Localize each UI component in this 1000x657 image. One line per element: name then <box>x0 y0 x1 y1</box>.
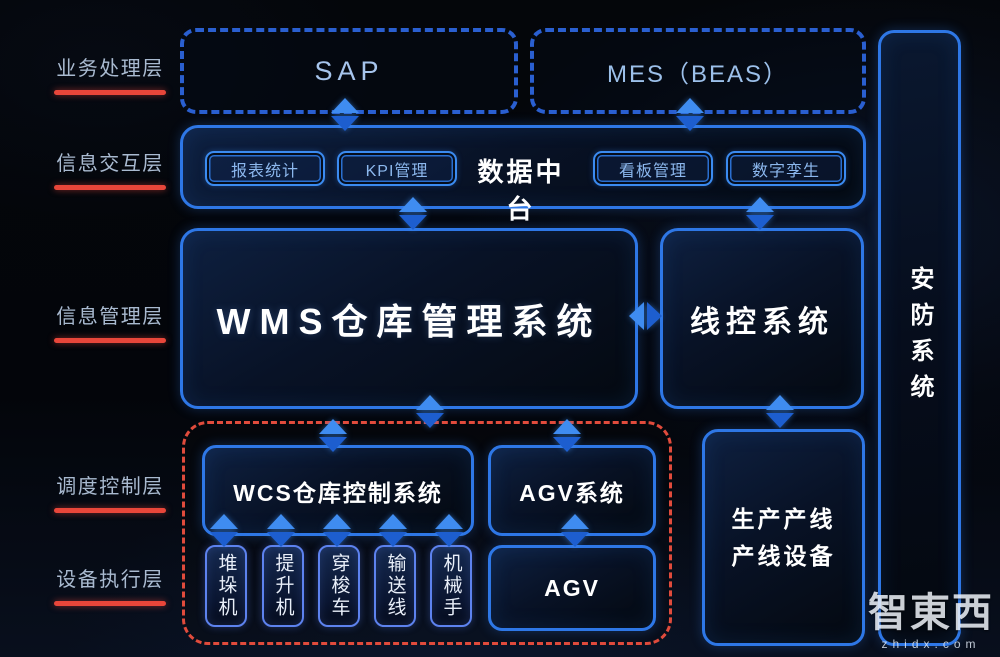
security-system-label: 安防系统 <box>906 266 933 410</box>
watermark: 智東西 zhidx.com <box>868 593 994 651</box>
module-label: KPI管理 <box>365 162 429 180</box>
device-conveyor-line: 输送线 <box>374 545 416 627</box>
arrow-dispatch-agvsystem <box>553 419 581 452</box>
module-label: 报表统计 <box>230 162 299 180</box>
wms-box: WMS仓库管理系统 <box>180 228 638 409</box>
layer-label-execution: 设备执行层 <box>54 563 166 606</box>
arrow-sap-interaction <box>331 98 359 131</box>
device-label: 穿梭车 <box>328 553 350 619</box>
report-stats-module: 报表统计 <box>205 151 325 186</box>
kpi-module: KPI管理 <box>337 151 457 186</box>
red-underline <box>54 90 166 95</box>
agv-system-label: AGV系统 <box>519 479 625 506</box>
device-label: 机械手 <box>440 553 462 619</box>
production-line-box: 生产产线 产线设备 <box>702 429 865 646</box>
layer-label-text: 信息管理层 <box>56 306 164 328</box>
line-control-box: 线控系统 <box>660 228 864 409</box>
device-stacker-crane: 堆垛机 <box>205 545 247 627</box>
kanban-module: 看板管理 <box>593 151 713 186</box>
arrow-interaction-linecontrol <box>746 197 774 230</box>
arrow-wcs-stacker <box>210 514 238 547</box>
device-shuttle-car: 穿梭车 <box>318 545 360 627</box>
layer-label-interaction: 信息交互层 <box>54 147 166 190</box>
arrow-wcs-robotarm <box>435 514 463 547</box>
red-underline <box>54 601 166 606</box>
agv-box: AGV <box>488 545 656 631</box>
layer-label-management: 信息管理层 <box>54 300 166 343</box>
arrow-linecontrol-production <box>766 395 794 428</box>
sap-label: SAP <box>314 55 384 86</box>
device-label: 提升机 <box>272 553 294 619</box>
layer-label-text: 设备执行层 <box>56 569 164 591</box>
module-label: 看板管理 <box>618 162 687 180</box>
interaction-band: 报表统计 KPI管理 数据中台 看板管理 数字孪生 <box>180 125 866 224</box>
layer-label-dispatch: 调度控制层 <box>54 470 166 513</box>
red-underline <box>54 185 166 190</box>
device-label: 堆垛机 <box>215 553 237 619</box>
arrow-dispatch-wcs <box>319 419 347 452</box>
arrow-wcs-hoist <box>267 514 295 547</box>
red-underline <box>54 338 166 343</box>
layer-label-business: 业务处理层 <box>54 52 166 95</box>
digital-twin-module: 数字孪生 <box>726 151 846 186</box>
arrow-wms-dispatch <box>416 395 444 428</box>
arrow-wcs-conveyor <box>379 514 407 547</box>
production-line-label-1: 生产产线 <box>731 505 836 532</box>
arrow-wcs-shuttle <box>323 514 351 547</box>
mes-label: MES（BEAS） <box>606 60 790 88</box>
module-label: 数字孪生 <box>751 162 820 180</box>
wms-label: WMS仓库管理系统 <box>216 300 602 342</box>
arrow-mes-interaction <box>676 98 704 131</box>
layer-label-text: 业务处理层 <box>56 58 164 80</box>
agv-label: AGV <box>544 574 600 601</box>
red-underline <box>54 508 166 513</box>
wcs-box: WCS仓库控制系统 <box>202 445 474 536</box>
wcs-label: WCS仓库控制系统 <box>233 479 443 506</box>
device-robot-arm: 机械手 <box>430 545 472 627</box>
watermark-site: zhidx.com <box>881 637 981 651</box>
production-line-label-2: 产线设备 <box>731 542 836 569</box>
layer-label-text: 信息交互层 <box>56 153 164 175</box>
layer-label-text: 调度控制层 <box>56 476 164 498</box>
data-platform-label: 数据中台 <box>477 157 565 224</box>
watermark-logo: 智東西 <box>868 591 994 635</box>
arrow-wms-linecontrol <box>629 302 662 330</box>
device-hoist: 提升机 <box>262 545 304 627</box>
arrow-interaction-wms <box>399 197 427 230</box>
security-system-box: 安防系统 <box>878 30 961 646</box>
device-label: 输送线 <box>384 553 406 619</box>
line-control-label: 线控系统 <box>690 305 834 339</box>
arrow-agvsystem-agv <box>561 514 589 547</box>
